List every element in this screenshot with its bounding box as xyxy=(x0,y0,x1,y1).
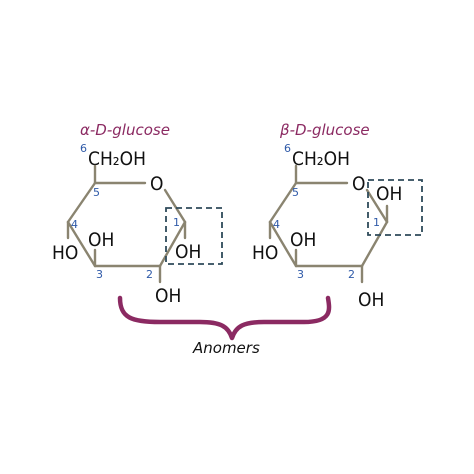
beta-bond-c5-c4 xyxy=(268,181,298,224)
beta-carbon-2-number: 2 xyxy=(348,268,355,281)
alpha-c2-hydroxyl: OH xyxy=(155,285,181,307)
anomers-brace xyxy=(117,295,332,341)
beta-carbon-4-number: 4 xyxy=(273,218,280,231)
alpha-carbon-6-number: 6 xyxy=(80,142,87,155)
alpha-bond-c3-c4 xyxy=(66,220,97,268)
beta-bond-c1-c2 xyxy=(360,220,389,268)
alpha-bond-o-c1 xyxy=(163,188,187,224)
beta-carbon-3-number: 3 xyxy=(297,268,304,281)
beta-c3-hydroxyl: OH xyxy=(290,229,316,251)
beta-bond-c3-c4 xyxy=(268,220,298,268)
beta-glucose-title: β-D-glucose xyxy=(279,121,370,139)
alpha-ch2oh-group: CH₂OH xyxy=(88,148,146,170)
beta-carbon-5-number: 5 xyxy=(292,186,299,199)
alpha-anomeric-highlight-box xyxy=(165,207,223,265)
alpha-glucose-title: α-D-glucose xyxy=(80,121,170,139)
beta-ring-oxygen: O xyxy=(352,173,365,195)
beta-c2-hydroxyl: OH xyxy=(358,289,384,311)
alpha-ring-oxygen: O xyxy=(150,173,163,195)
beta-carbon-6-number: 6 xyxy=(284,142,291,155)
alpha-glucose-structure: α-D-glucose 6 CH₂OH O 5 4 3 2 1 HO OH OH… xyxy=(52,121,223,307)
alpha-carbon-2-number: 2 xyxy=(146,268,153,281)
alpha-c3-hydroxyl: OH xyxy=(88,229,114,251)
beta-carbon-1-number: 1 xyxy=(373,216,380,229)
alpha-carbon-3-number: 3 xyxy=(96,268,103,281)
alpha-carbon-4-number: 4 xyxy=(71,218,78,231)
beta-anomeric-highlight-box xyxy=(367,179,423,236)
beta-c4-hydroxyl: HO xyxy=(252,242,278,264)
alpha-carbon-1-number: 1 xyxy=(173,216,180,229)
alpha-c4-hydroxyl: HO xyxy=(52,242,78,264)
beta-glucose-structure: β-D-glucose 6 CH₂OH O 5 4 3 2 1 HO OH OH… xyxy=(252,121,423,311)
alpha-bond-c5-c4 xyxy=(66,181,97,224)
beta-c1-hydroxyl: OH xyxy=(376,183,402,205)
beta-bond-o-c1 xyxy=(365,188,389,224)
anomers-caption: Anomers xyxy=(192,339,260,357)
beta-ch2oh-group: CH₂OH xyxy=(292,148,350,170)
alpha-bond-c1-c2 xyxy=(158,220,187,268)
alpha-c1-hydroxyl: OH xyxy=(175,241,201,263)
alpha-carbon-5-number: 5 xyxy=(93,186,100,199)
